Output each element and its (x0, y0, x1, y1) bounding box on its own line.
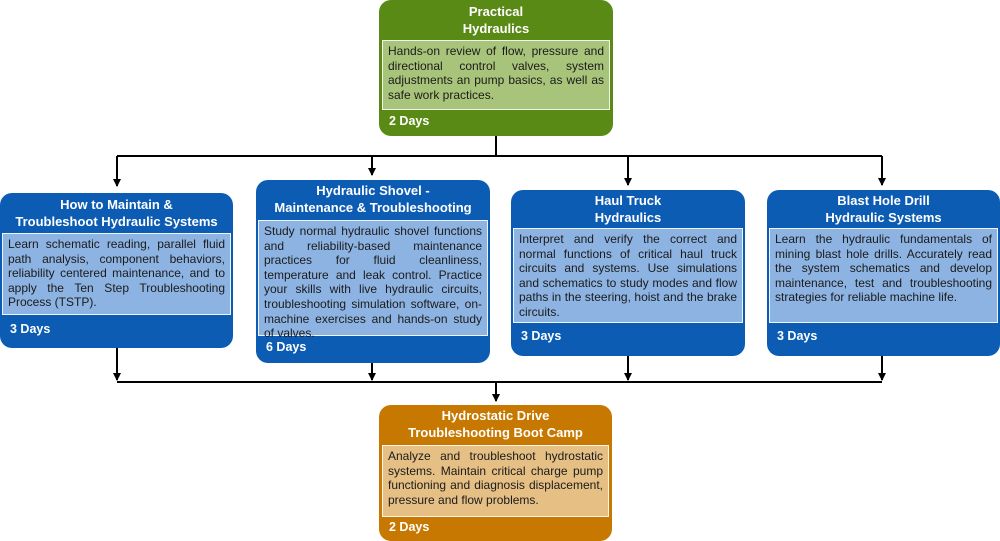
course-title: Haul Truck Hydraulics (594, 193, 662, 225)
course-title: Practical Hydraulics (462, 4, 530, 36)
course-card-blast-hole-drill: Blast Hole Drill Hydraulic Systems Learn… (767, 190, 1000, 356)
course-title: How to Maintain & Troubleshoot Hydraulic… (15, 197, 218, 229)
course-duration: 3 Days (521, 329, 562, 343)
course-card-maintain-troubleshoot: How to Maintain & Troubleshoot Hydraulic… (0, 193, 233, 348)
course-duration: 6 Days (266, 340, 307, 354)
course-duration: 2 Days (389, 114, 430, 128)
course-title: Blast Hole Drill Hydraulic Systems (825, 193, 942, 225)
course-description: Learn the hydraulic fundamentals of mini… (769, 228, 998, 323)
course-title: Hydraulic Shovel - Maintenance & Trouble… (274, 183, 472, 215)
course-description: Study normal hydraulic shovel functions … (258, 220, 488, 340)
course-description: Hands-on review of flow, pressure and di… (382, 40, 610, 110)
course-duration: 2 Days (389, 520, 430, 534)
course-title: Hydrostatic Drive Troubleshooting Boot C… (408, 408, 583, 440)
course-duration: 3 Days (777, 329, 818, 343)
course-description: Analyze and troubleshoot hydrostatic sys… (382, 445, 609, 517)
course-duration: 3 Days (10, 322, 51, 336)
course-card-hydrostatic-drive: Hydrostatic Drive Troubleshooting Boot C… (379, 405, 612, 541)
course-description: Learn schematic reading, parallel fluid … (2, 233, 231, 315)
course-card-haul-truck: Haul Truck Hydraulics Interpret and veri… (511, 190, 745, 356)
course-card-practical-hydraulics: Practical Hydraulics Hands-on review of … (379, 0, 613, 136)
course-description: Interpret and verify the correct and nor… (513, 228, 743, 323)
course-card-hydraulic-shovel: Hydraulic Shovel - Maintenance & Trouble… (256, 180, 490, 363)
